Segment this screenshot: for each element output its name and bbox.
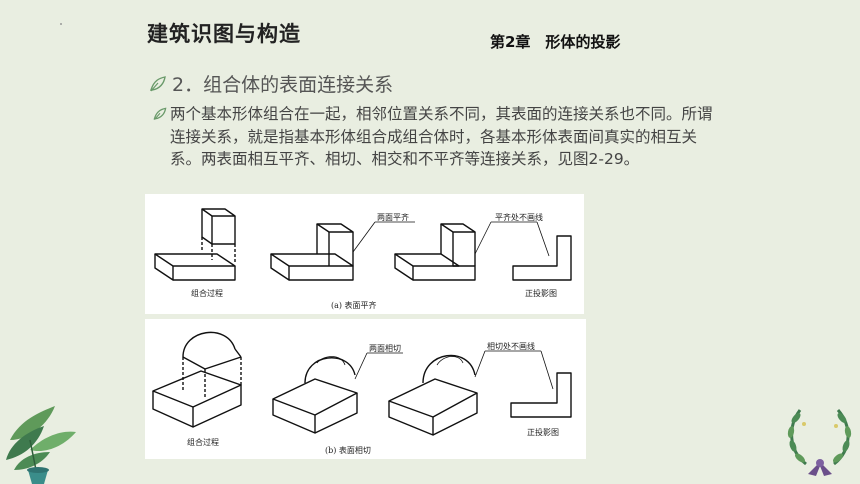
- label-front-projection: 正投影图: [525, 289, 557, 298]
- figure-tangent-drawing: [152, 331, 572, 436]
- body-paragraph: 两个基本形体组合在一起，相邻位置关系不同，其表面的连接关系也不同。所谓连接关系，…: [152, 103, 718, 171]
- label-tangent-surfaces: 两面相切: [369, 344, 401, 353]
- potted-plant-decoration-icon: [6, 406, 76, 484]
- wreath-decoration-icon: [787, 409, 852, 476]
- figure-caption-flush: (a) 表面平齐: [331, 301, 377, 310]
- section-heading-text: 2．组合体的表面连接关系: [172, 74, 394, 96]
- label-combination-process: 组合过程: [187, 438, 219, 447]
- decorative-dot: [60, 23, 62, 25]
- label-flush-surfaces: 两面平齐: [377, 213, 409, 222]
- leaf-bullet-icon: [153, 107, 167, 120]
- label-flush-no-line: 平齐处不画线: [495, 213, 543, 222]
- figure-flush-panel: 组合过程 两面平齐 平齐处不画线 正投影图 (a) 表面平齐: [145, 194, 584, 314]
- label-tangent-no-line: 相切处不画线: [487, 342, 535, 351]
- course-title: 建筑识图与构造: [147, 22, 301, 46]
- section-heading: 2．组合体的表面连接关系: [148, 70, 393, 97]
- body-paragraph-text: 两个基本形体组合在一起，相邻位置关系不同，其表面的连接关系也不同。所谓连接关系，…: [170, 105, 713, 168]
- figure-flush-drawing: [154, 208, 572, 281]
- figure-caption-tangent: (b) 表面相切: [325, 446, 371, 455]
- label-front-projection: 正投影图: [527, 428, 559, 437]
- chapter-title: 第2章 形体的投影: [490, 33, 621, 51]
- label-combination-process: 组合过程: [191, 289, 223, 298]
- figure-tangent-panel: 组合过程 两面相切 相切处不画线 正投影图 (b) 表面相切: [145, 319, 586, 459]
- leaf-bullet-icon: [150, 75, 166, 91]
